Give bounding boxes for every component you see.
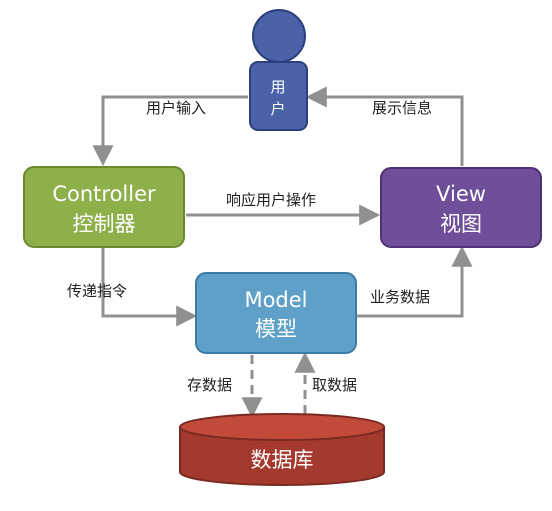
label-business-data: 业务数据: [370, 288, 430, 306]
user-label-line-1: 用: [270, 78, 285, 96]
label-user-input: 用户输入: [146, 99, 206, 117]
user-label-line-2: 户: [270, 100, 285, 118]
label-respond-user: 响应用户操作: [226, 191, 316, 209]
user-actor: 用 户: [249, 9, 308, 131]
model-label-en: Model: [244, 288, 307, 312]
user-head-icon: [252, 9, 306, 63]
user-label-char-2: 户: [270, 100, 285, 118]
database-label: 数据库: [251, 448, 314, 472]
model-label-zh: 模型: [255, 317, 297, 341]
model-node: Model 模型: [195, 272, 357, 354]
database-cylinder-body: [179, 426, 385, 486]
controller-label-en: Controller: [52, 182, 156, 206]
database-cylinder-top: [179, 413, 385, 441]
database-node: 数据库: [179, 413, 385, 486]
view-node: View 视图: [380, 167, 542, 248]
edge-pass-command: [101, 248, 198, 327]
user-label-char-1: 用: [270, 78, 285, 96]
view-label-en: View: [436, 182, 486, 206]
controller-node: Controller 控制器: [23, 166, 185, 248]
edge-show-info: [305, 86, 464, 166]
label-pass-command: 传递指令: [67, 282, 127, 300]
controller-label-zh: 控制器: [73, 212, 136, 236]
label-show-info: 展示信息: [372, 99, 432, 117]
label-fetch-data: 取数据: [312, 376, 357, 394]
view-label-zh: 视图: [440, 212, 482, 236]
user-body: [249, 61, 308, 131]
edge-user-input: [92, 95, 248, 167]
edge-business-data: [357, 245, 473, 318]
label-store-data: 存数据: [187, 376, 232, 394]
